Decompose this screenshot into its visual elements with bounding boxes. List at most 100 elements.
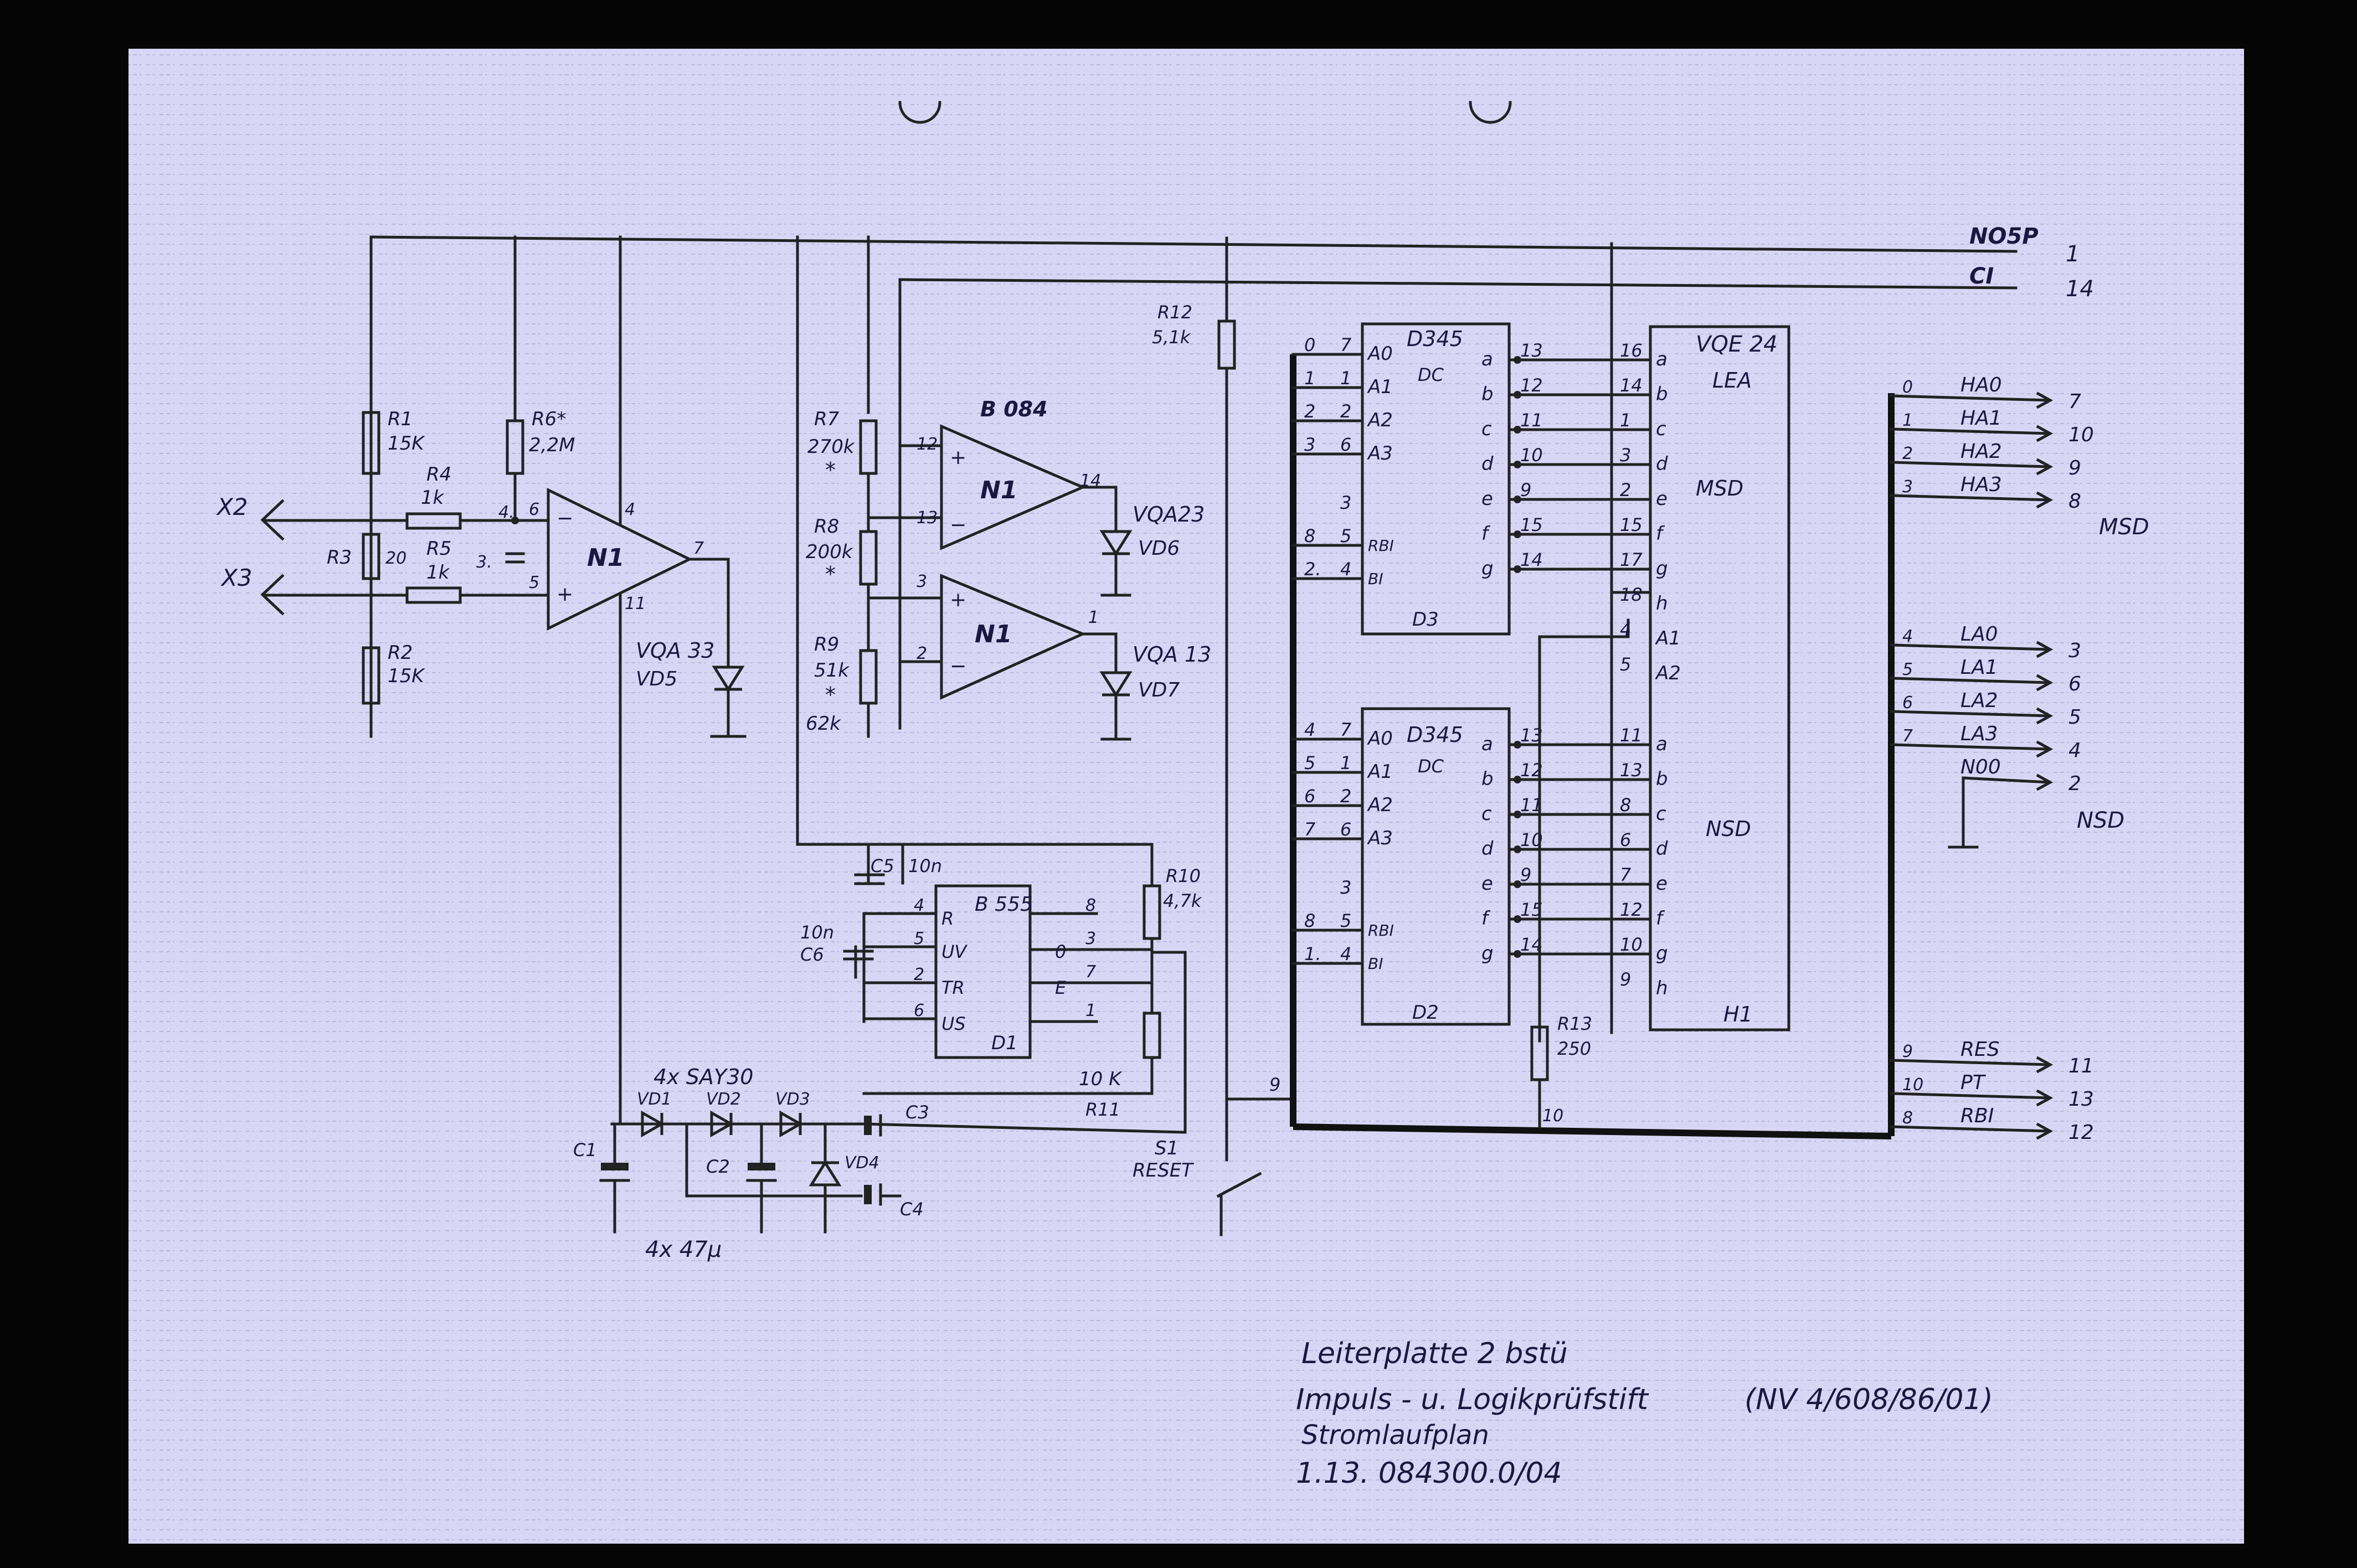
bus-pin-2: 9 (2068, 457, 2081, 479)
decoder_bot-bus-index-1: 5 (1304, 752, 1315, 773)
n1a-plus: + (557, 583, 573, 606)
doc-number: (NV 4/608/86/01) (1744, 1383, 1993, 1416)
r8-name: R8 (814, 515, 839, 538)
h1-top-pin-9: 5 (1620, 654, 1631, 675)
bus-nsd-label: NSD (2077, 808, 2124, 833)
timer-pin-uv: UV (941, 941, 967, 962)
h1-top-pin-2: 1 (1620, 410, 1631, 431)
h1-top-pin-8: 4 (1620, 619, 1631, 640)
decoder_top-seg-6: g (1481, 558, 1494, 580)
title-block: Leiterplatte 2 bstü Impuls - u. Logikprü… (1296, 1337, 1993, 1490)
reset-section: R12 5,1k 9 S1 RESET (1133, 236, 1295, 1236)
decoder_bot-pin-3: 6 (1340, 819, 1351, 840)
r9-name: R9 (814, 633, 839, 656)
h1-bot-pin-2: 8 (1620, 795, 1631, 816)
timer-pin4: 4 (914, 896, 924, 915)
bus-signal-8: N00 (1960, 756, 2001, 778)
r4-name: R4 (426, 463, 451, 486)
bus-pin-0: 7 (2068, 390, 2081, 413)
d3-type: D345 (1407, 327, 1463, 351)
n1b-minus: − (950, 514, 966, 537)
decoder_top-addr-1: A1 (1367, 376, 1393, 398)
h1-bot-pin-1: 13 (1620, 760, 1643, 781)
h1-bot-seg-4: e (1656, 873, 1668, 895)
bus-index-4: 4 (1902, 627, 1913, 646)
x2-connector (260, 499, 285, 541)
vd7-type: VQA 13 (1133, 642, 1211, 667)
bus-index-10: 10 (1902, 1075, 1923, 1095)
c2-plate (748, 1163, 775, 1170)
bus-index-11: 8 (1902, 1108, 1913, 1128)
c3-label: C3 (905, 1102, 929, 1123)
bus-index-1: 1 (1902, 411, 1913, 430)
vd4-name: VD4 (845, 1153, 879, 1173)
bus-index-5: 5 (1902, 660, 1913, 679)
decoder_bot-seg-0: a (1481, 733, 1493, 755)
c1-plate (601, 1163, 629, 1170)
vd3-name: VD3 (775, 1090, 810, 1109)
d2-sub: DC (1418, 756, 1444, 777)
timer-pin2: 2 (914, 965, 924, 984)
r1-resistor (362, 411, 380, 475)
input-section: X2 X3 R1 15K R3 20 R2 15K R4 1k R5 1k R6… (216, 235, 747, 1126)
decoder_bot-ctrl-index-2: 1. (1304, 943, 1321, 964)
caps-group-label: 4x 47µ (645, 1237, 722, 1262)
bus-index-9: 9 (1902, 1042, 1913, 1061)
n1a-pin5: 5 (529, 573, 539, 592)
bus-index-7: 7 (1902, 726, 1913, 746)
bus-signal-11: RBI (1960, 1105, 1994, 1127)
h1-top-seg-9: A2 (1655, 662, 1681, 684)
decoder_bot-bus-index-2: 6 (1304, 786, 1315, 807)
h1-ref: H1 (1723, 1002, 1753, 1027)
bus-msd-label: MSD (2099, 514, 2149, 540)
timer-pin-us: US (941, 1013, 966, 1034)
s1-reset-label: RESET (1133, 1159, 1194, 1182)
timer-section: C5 10n B 555 D1 4 R 5 UV 2 TR 6 US 10n C… (796, 843, 1202, 1134)
r10-value: 4,7k (1163, 890, 1202, 911)
decoder_bot-bus-index-3: 7 (1304, 819, 1316, 840)
c1-label: C1 (573, 1139, 597, 1160)
decoder_bot-addr-1: A1 (1367, 761, 1393, 783)
description-line: Impuls - u. Logikprüfstift (1296, 1383, 1649, 1416)
n1c-pin2: 2 (917, 644, 927, 663)
h1-top-seg-3: d (1656, 453, 1668, 475)
r3-name: R3 (327, 546, 352, 569)
decoder_bot-addr-2: A2 (1367, 794, 1393, 816)
n1b-pin12: 12 (917, 435, 938, 454)
decoder_top-seg-1: b (1481, 383, 1494, 405)
c2-label: C2 (706, 1156, 730, 1177)
decoder_top-seg-0: a (1481, 348, 1493, 370)
h1-top-pin-3: 3 (1620, 445, 1631, 466)
decoder_bot-ctrl-label-2: BI (1368, 955, 1383, 973)
h1-sub: LEA (1712, 368, 1752, 393)
decoder_top-ctrl-label-2: BI (1368, 570, 1383, 588)
r5-value: 1k (426, 561, 450, 584)
r1-name: R1 (388, 408, 413, 430)
h1-bot-pin-3: 6 (1620, 829, 1631, 850)
decoder_bot-seg-4: e (1481, 873, 1493, 895)
n1c-pin3: 3 (917, 572, 927, 591)
rail-ci-pin: 14 (2066, 276, 2094, 302)
punch-hole-right (1469, 101, 1512, 124)
r13-name: R13 (1557, 1013, 1592, 1034)
d3-sub: DC (1418, 364, 1444, 385)
bus-index-2: 2 (1902, 444, 1913, 463)
bus-signal-3: HA3 (1960, 473, 2002, 496)
bus-index-0: 0 (1902, 378, 1913, 397)
decoder_top-pin-3: 6 (1340, 434, 1351, 455)
say30-label: 4x SAY30 (653, 1065, 753, 1089)
bus-signal-7: LA3 (1960, 723, 1998, 745)
r6-value: 2,2M (529, 434, 575, 456)
decoder_top-seg-2: c (1481, 418, 1492, 440)
r8-star: * (825, 562, 836, 586)
d2-ref: D2 (1412, 1002, 1439, 1024)
h1-top-seg-6: g (1656, 558, 1668, 580)
bus-signal-4: LA0 (1960, 623, 1998, 646)
n1a-minus: − (557, 507, 573, 530)
timer-pin-r: R (941, 908, 954, 929)
r12-name: R12 (1157, 302, 1192, 323)
decoder_top-addr-0: A0 (1367, 343, 1393, 365)
decoder_top-out-pin-4: 9 (1520, 479, 1531, 501)
